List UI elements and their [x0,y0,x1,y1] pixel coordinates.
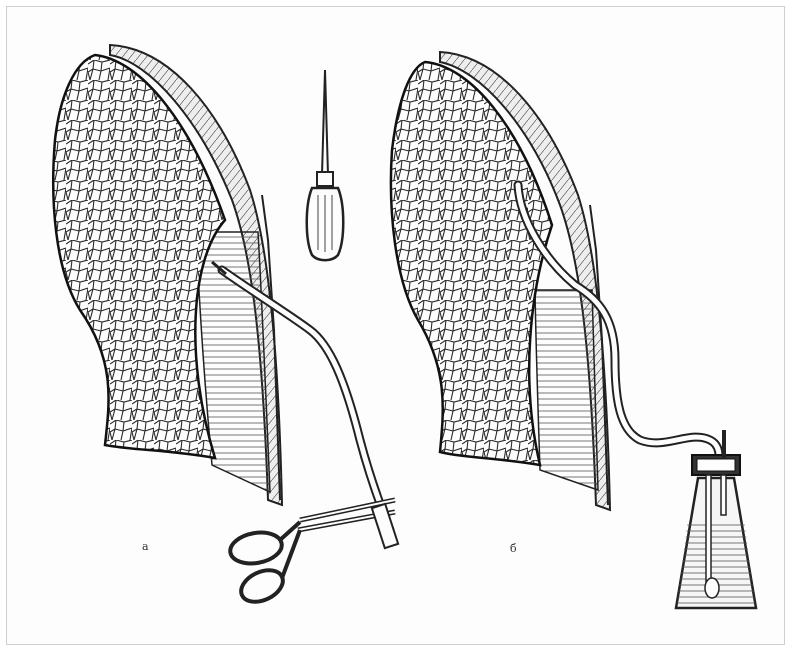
panel-a-label: a [142,540,149,553]
drainage-bottle [676,430,756,608]
panel-b-label: б [510,542,517,555]
panel-a [53,45,398,608]
panel-b [391,52,756,608]
pleural-effusion-b [535,290,598,490]
trocar-instrument [307,70,344,260]
clamp-forceps [228,500,398,608]
